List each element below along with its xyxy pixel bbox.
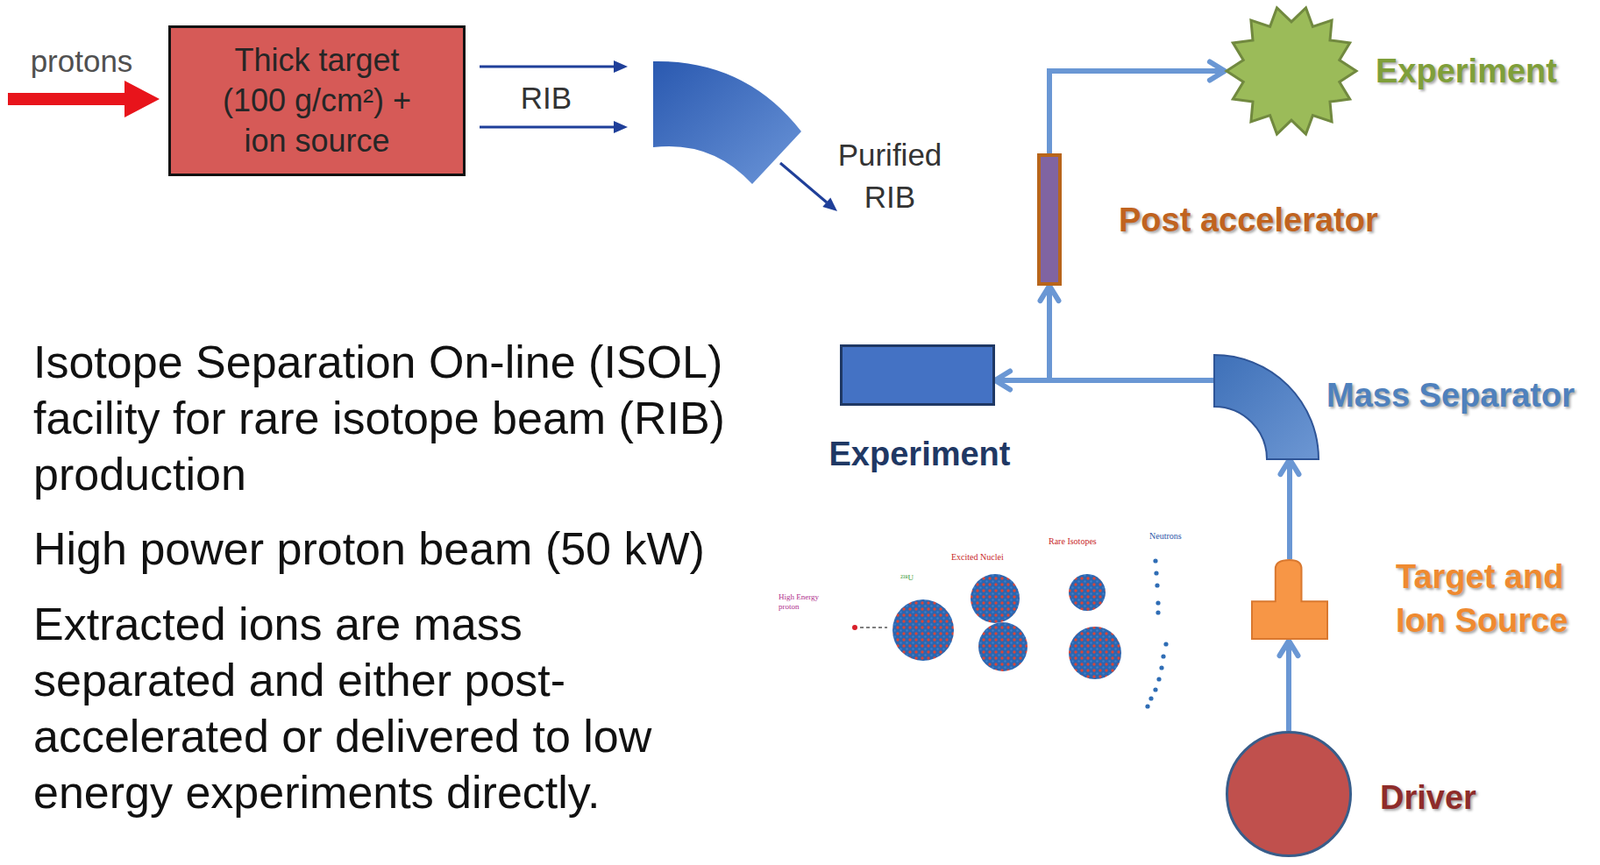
connector-line — [1287, 459, 1293, 560]
beam-label: RIB — [520, 79, 572, 117]
target-ion-source: Target and Ion Source — [1250, 559, 1330, 641]
arrow-head — [995, 371, 1010, 391]
arrow-head — [1040, 285, 1060, 301]
target-box: Thick target (100 g/cm²) + ion source — [168, 25, 466, 177]
description-text: High power proton beam (50 kW) — [33, 520, 770, 577]
driver-circle: Driver — [1225, 731, 1352, 858]
decoration — [1159, 665, 1164, 670]
decoration — [1155, 610, 1160, 615]
illustration-caption: High Energy proton — [778, 592, 833, 612]
neutrons — [1144, 558, 1168, 709]
purified-arrow — [780, 163, 827, 203]
node-label: Target and Ion Source — [1395, 554, 1585, 643]
connector-line — [1049, 71, 1225, 154]
magnet-shape — [1214, 355, 1319, 460]
flow-connector — [1280, 459, 1300, 560]
node-label: Mass Separator — [1326, 375, 1575, 416]
node-label: Post accelerator — [1118, 199, 1379, 241]
flow-connector — [1049, 62, 1225, 155]
beam-label: protons — [30, 42, 134, 80]
decoration — [1155, 600, 1160, 605]
rare-isotope — [1068, 626, 1122, 680]
rib-arrow — [479, 126, 616, 129]
illustration-caption: ²³⁸U — [900, 573, 914, 584]
proton-dot — [852, 625, 858, 631]
tee-shape — [1251, 560, 1328, 640]
decoration — [1160, 654, 1166, 659]
connector-line — [1286, 640, 1292, 732]
decoration — [1148, 696, 1153, 701]
flow-connector — [1280, 640, 1299, 732]
decoration — [1163, 641, 1168, 647]
proton-track — [860, 626, 888, 629]
illustration-caption: Neutrons — [1149, 531, 1182, 542]
decoration — [1144, 704, 1150, 709]
mass-separator-magnet: Mass Separator — [1214, 352, 1320, 460]
target-nucleus — [892, 599, 954, 662]
rare-isotope — [1068, 574, 1106, 612]
illustration-caption: Rare Isotopes — [1048, 536, 1097, 548]
beam-label: Purified RIB — [824, 134, 956, 219]
tee-outline — [1250, 559, 1330, 641]
description-text: Isotope Separation On-line (ISOL) facili… — [33, 334, 770, 503]
decoration — [1153, 570, 1159, 576]
flow-connector — [1040, 285, 1216, 381]
bending-magnet — [653, 61, 802, 185]
purified-arrow-head — [822, 197, 838, 212]
star-shape — [1226, 7, 1357, 135]
illustration-caption: Excited Nuclei — [951, 552, 1004, 563]
post-accelerator-bar: Post accelerator — [1037, 153, 1062, 286]
bend-outline — [1214, 352, 1320, 460]
star-outline — [1224, 4, 1359, 138]
rib-arrow-head — [613, 60, 628, 73]
proton-arrow — [7, 80, 160, 118]
decoration — [1152, 558, 1158, 563]
experiment-star: Experiment — [1224, 4, 1359, 138]
node-label: Experiment — [829, 433, 1011, 475]
decoration — [1156, 676, 1161, 682]
description-text: Extracted ions are mass separated and ei… — [33, 596, 704, 821]
decoration — [1154, 583, 1160, 588]
decoration — [1152, 687, 1158, 692]
node-text: Thick target (100 g/cm²) + ion source — [209, 40, 425, 162]
rib-arrow-head — [613, 120, 628, 134]
excited-nucleus — [978, 622, 1028, 672]
experiment-box: Experiment — [839, 344, 996, 406]
arrow-head — [1209, 62, 1225, 81]
node-label: Driver — [1379, 777, 1477, 818]
connector-line — [1049, 285, 1215, 381]
arrow-head — [1280, 640, 1299, 656]
arrow-head — [1280, 459, 1300, 475]
excited-nucleus — [970, 574, 1020, 624]
rib-arrow — [479, 65, 616, 69]
node-label: Experiment — [1375, 50, 1558, 92]
